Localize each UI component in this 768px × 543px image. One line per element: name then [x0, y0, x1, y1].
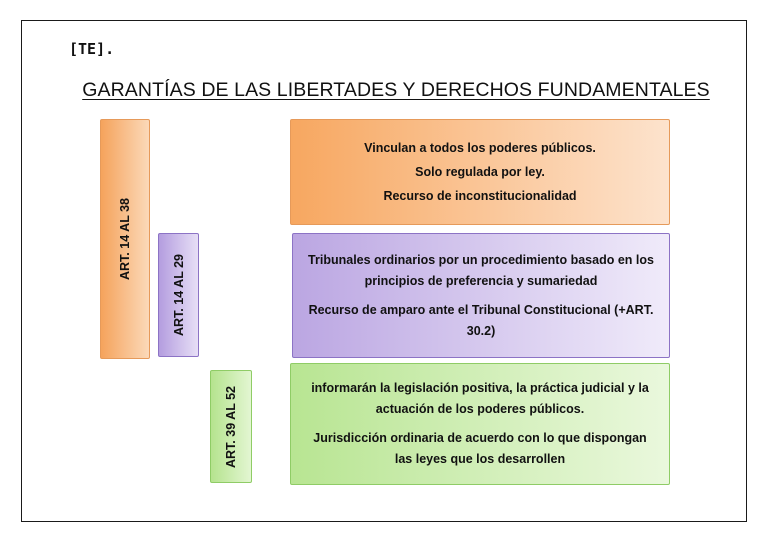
guarantee-box-fundamental-rights: Tribunales ordinarios por un procedimien…: [292, 233, 670, 358]
guarantee-line: Tribunales ordinarios por un procedimien…: [308, 252, 654, 288]
article-range-label: ART. 14 AL 38: [118, 198, 133, 280]
slide-frame: [21, 20, 747, 522]
article-range-bar-14-29: ART. 14 AL 29: [158, 233, 199, 357]
article-range-bar-14-38: ART. 14 AL 38: [100, 119, 150, 359]
article-range-bar-39-52: ART. 39 AL 52: [210, 370, 252, 483]
page-title: GARANTÍAS DE LAS LIBERTADES Y DERECHOS F…: [82, 79, 710, 101]
guarantee-line: Recurso de inconstitucionalidad: [383, 188, 577, 203]
guarantee-box-guiding-principles: informarán la legislación positiva, la p…: [290, 363, 670, 485]
guarantee-line: Solo regulada por ley.: [415, 164, 545, 179]
guarantee-box-general: Vinculan a todos los poderes públicos. S…: [290, 119, 670, 225]
article-range-label: ART. 14 AL 29: [171, 254, 186, 336]
guarantee-line: Recurso de amparo ante el Tribunal Const…: [308, 302, 654, 338]
article-range-label: ART. 39 AL 52: [224, 385, 239, 468]
guarantee-line: Vinculan a todos los poderes públicos.: [364, 140, 596, 155]
guarantee-line: informarán la legislación positiva, la p…: [311, 381, 649, 416]
guarantee-line: Jurisdicción ordinaria de acuerdo con lo…: [313, 431, 647, 466]
logo: [TE].: [69, 40, 115, 58]
